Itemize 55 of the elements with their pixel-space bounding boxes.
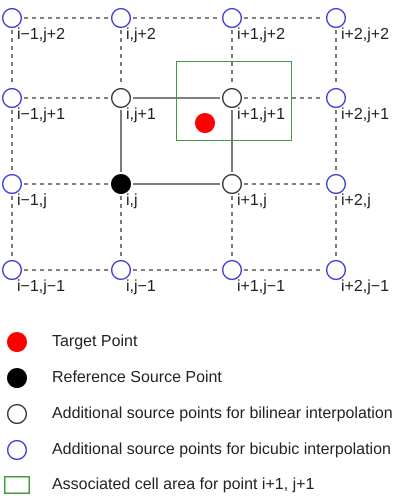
grid-point xyxy=(222,260,242,280)
point-label: i+2,j−1 xyxy=(341,278,390,296)
dashed-line xyxy=(231,196,233,258)
dashed-line xyxy=(24,183,109,185)
point-label: i+1,j−1 xyxy=(237,278,286,296)
reference-point xyxy=(111,174,131,194)
point-label: i+1,j+2 xyxy=(237,26,286,44)
legend-label: Associated cell area for point i+1, j+1 xyxy=(52,476,314,494)
legend-label: Additional source points for bilinear interpolation xyxy=(52,405,393,423)
grid-point xyxy=(111,88,131,108)
dashed-line xyxy=(11,110,13,172)
dashed-line xyxy=(335,196,337,258)
dashed-line xyxy=(24,269,109,271)
point-label: i+1,j xyxy=(237,192,267,210)
grid-point xyxy=(326,88,346,108)
point-label: i,j+2 xyxy=(126,26,156,44)
dashed-line xyxy=(24,17,109,19)
dashed-line xyxy=(11,196,13,258)
grid-point xyxy=(326,8,346,28)
grid-point xyxy=(326,260,346,280)
grid-point xyxy=(2,8,22,28)
point-label: i−1,j−1 xyxy=(17,278,66,296)
grid-point xyxy=(111,8,131,28)
grid-point xyxy=(2,260,22,280)
grid-line xyxy=(231,110,233,172)
grid-point xyxy=(222,88,242,108)
point-label: i,j+1 xyxy=(126,106,156,124)
dashed-line xyxy=(24,97,109,99)
cell-area-outline xyxy=(176,61,292,141)
point-label: i+2,j xyxy=(341,192,371,210)
grid-point xyxy=(222,8,242,28)
point-label: i−1,j+1 xyxy=(17,106,66,124)
grid-point xyxy=(222,174,242,194)
grid-line xyxy=(120,110,122,172)
legend-label: Target Point xyxy=(52,333,138,351)
dashed-line xyxy=(120,196,122,258)
legend-label: Reference Source Point xyxy=(52,369,222,387)
target-point xyxy=(194,112,214,132)
grid-line xyxy=(133,97,220,99)
point-label: i,j xyxy=(126,192,138,210)
point-label: i+2,j+1 xyxy=(341,106,390,124)
dashed-line xyxy=(335,110,337,172)
dashed-line xyxy=(133,269,220,271)
dashed-line xyxy=(133,17,220,19)
grid-point xyxy=(111,260,131,280)
legend-label: Additional source points for bicubic interpolation xyxy=(52,441,391,459)
grid-point xyxy=(326,174,346,194)
grid-line xyxy=(133,183,220,185)
point-label: i+1,j+1 xyxy=(237,106,286,124)
point-label: i−1,j+2 xyxy=(17,26,66,44)
point-label: i,j−1 xyxy=(126,278,156,296)
point-label: i−1,j xyxy=(17,192,47,210)
grid-point xyxy=(2,88,22,108)
point-label: i+2,j+2 xyxy=(341,26,390,44)
grid-point xyxy=(2,174,22,194)
